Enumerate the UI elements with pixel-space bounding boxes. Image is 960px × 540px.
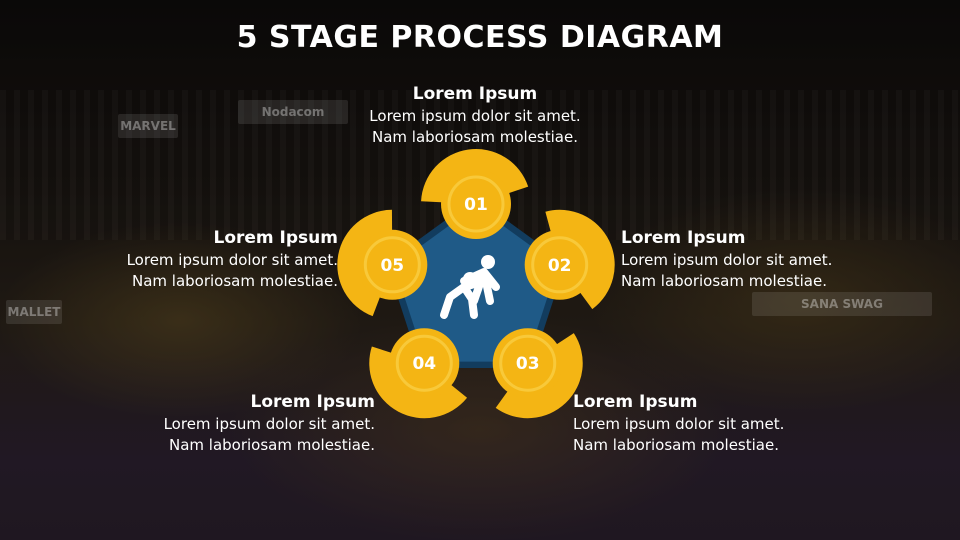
stage-number-4: 04 [412, 354, 436, 374]
stage-5-line-1: Lorem ipsum dolor sit amet. [126, 251, 338, 269]
background-banner: MALLET [6, 300, 62, 324]
stage-circle-4 [389, 328, 460, 399]
stage-3-line-1: Lorem ipsum dolor sit amet. [573, 415, 785, 433]
stage-number-2: 02 [548, 256, 572, 276]
stage-1-line-2: Nam laboriosam molestiae. [372, 128, 578, 146]
page-title: 5 STAGE PROCESS DIAGRAM [236, 20, 724, 55]
stage-4-line-1: Lorem ipsum dolor sit amet. [163, 415, 375, 433]
stage-2-line-1: Lorem ipsum dolor sit amet. [621, 251, 833, 269]
stage-5-line-2: Nam laboriosam molestiae. [132, 272, 338, 290]
stage-ring-2 [531, 236, 589, 294]
stage-circle-2 [524, 229, 595, 300]
stage-circles: 01 02 03 04 05 [357, 169, 595, 399]
background-banner: Nodacom [238, 100, 348, 124]
stage-circle-3 [492, 328, 563, 399]
stage-3-heading: Lorem Ipsum [573, 392, 698, 412]
stage-3-text: Lorem Ipsum Lorem ipsum dolor sit amet. … [573, 390, 873, 456]
stage-1-line-1: Lorem ipsum dolor sit amet. [369, 107, 581, 125]
stage-ring-1 [447, 175, 505, 233]
stage-2-line-2: Nam laboriosam molestiae. [621, 272, 827, 290]
stage-5-heading: Lorem Ipsum [213, 228, 339, 248]
stage-2-text: Lorem Ipsum Lorem ipsum dolor sit amet. … [621, 226, 921, 292]
stage-number-5: 05 [380, 256, 404, 276]
stage-number-3: 03 [516, 354, 540, 374]
stage-2-heading: Lorem Ipsum [621, 228, 746, 248]
stage-ring-3 [499, 334, 557, 392]
stage-ring-4 [395, 334, 453, 392]
stage-number-1: 01 [464, 195, 488, 215]
stage-4-text: Lorem Ipsum Lorem ipsum dolor sit amet. … [75, 390, 375, 456]
wrestlers-icon [440, 255, 500, 319]
stage-3-line-2: Nam laboriosam molestiae. [573, 436, 779, 454]
stage-4-line-2: Nam laboriosam molestiae. [169, 436, 375, 454]
stage-4-heading: Lorem Ipsum [250, 392, 376, 412]
stage-ring-5 [363, 236, 421, 294]
stage-circle-1 [441, 169, 511, 239]
stage-5-text: Lorem Ipsum Lorem ipsum dolor sit amet. … [38, 226, 338, 292]
background-banner: MARVEL [118, 114, 178, 138]
background-banner: SANA SWAG [752, 292, 932, 316]
stage-circle-5 [357, 229, 428, 300]
stage-1-text: Lorem Ipsum Lorem ipsum dolor sit amet. … [325, 82, 625, 148]
stage-1-heading: Lorem Ipsum [412, 84, 538, 104]
